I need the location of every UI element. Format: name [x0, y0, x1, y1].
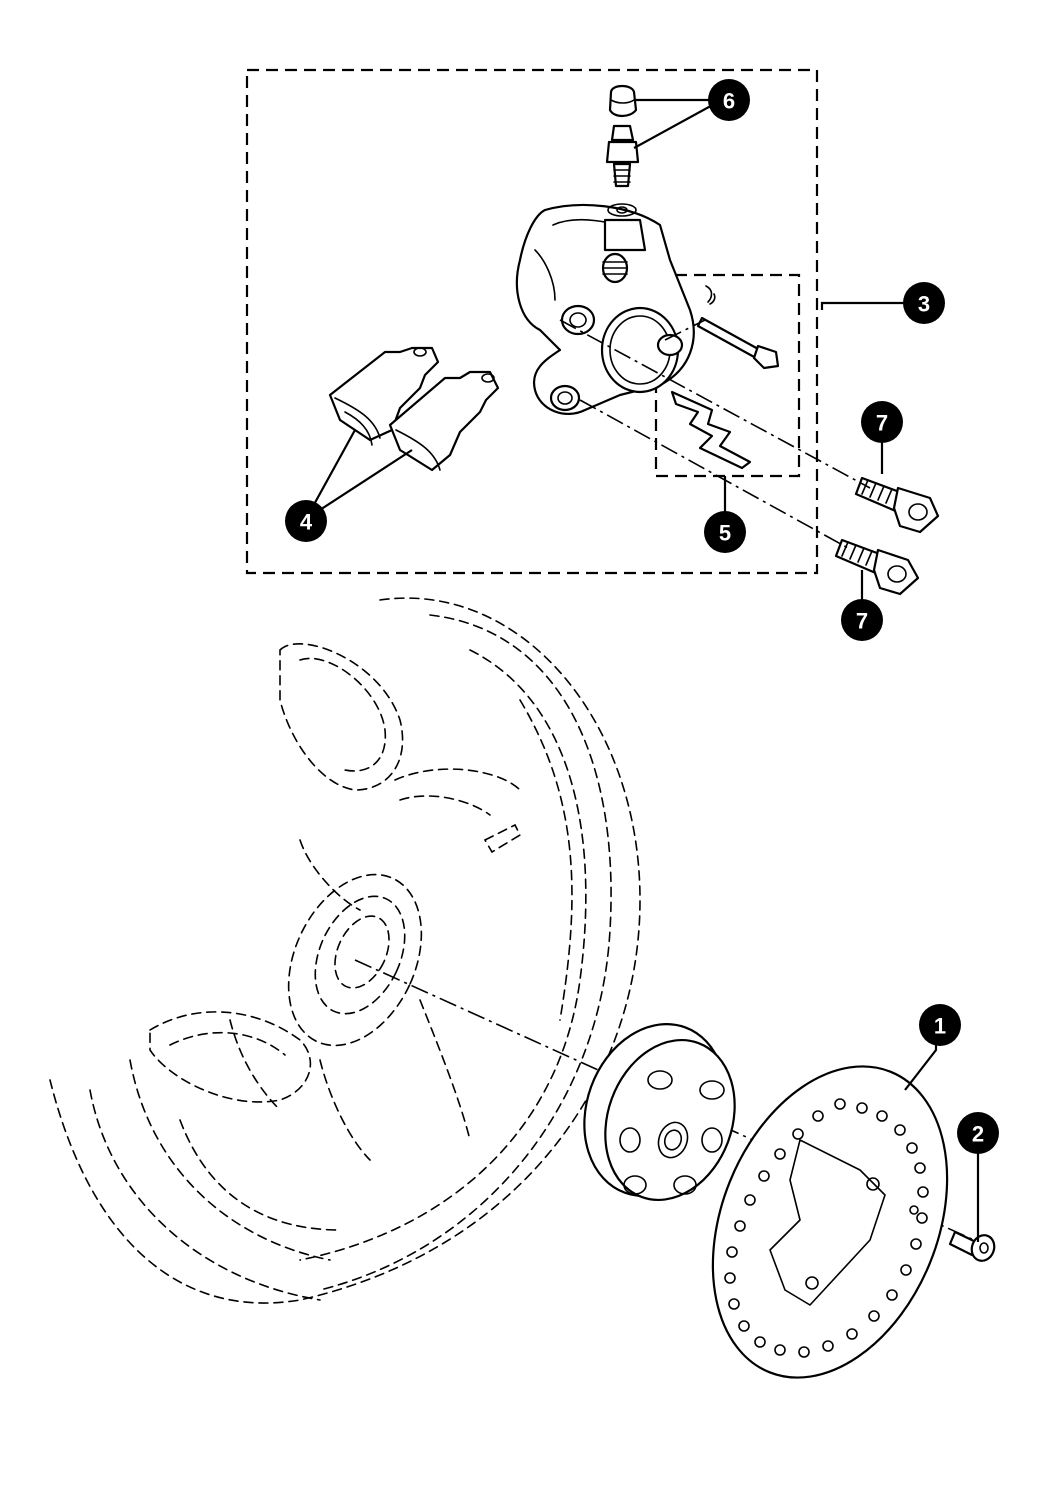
- callout-7-lower: 7: [841, 599, 883, 641]
- disc-vent-holes: [724, 1098, 929, 1358]
- pad-spring: [670, 285, 752, 470]
- hub-carrier: [583, 1022, 736, 1202]
- caliper-body: [515, 203, 695, 415]
- pin-axis: [664, 319, 706, 341]
- disc-screw: [948, 1230, 996, 1262]
- caliper-bolt-upper: [854, 476, 940, 534]
- bleeder-valve: [605, 124, 640, 188]
- pad-pin: [696, 316, 780, 370]
- svg-text:7: 7: [876, 411, 888, 436]
- svg-text:6: 6: [723, 89, 735, 114]
- callout-6: 6: [708, 79, 750, 121]
- caliper-assembly-boundary: [245, 68, 819, 575]
- bolt-axis-upper: [559, 319, 871, 489]
- svg-text:4: 4: [300, 510, 313, 535]
- svg-text:3: 3: [918, 292, 930, 317]
- callout-2: 2: [957, 1112, 999, 1154]
- bolt-axis-lower: [579, 399, 849, 549]
- callout-1: 1: [919, 1004, 961, 1046]
- svg-text:2: 2: [972, 1122, 984, 1147]
- callout-7-upper: 7: [861, 401, 903, 443]
- svg-text:7: 7: [856, 609, 868, 634]
- bleeder-cap: [608, 84, 638, 118]
- caliper-bolt-lower: [834, 538, 920, 596]
- callout-5: 5: [704, 511, 746, 553]
- svg-text:5: 5: [719, 521, 731, 546]
- brake-disc: [711, 1065, 949, 1379]
- wheel-ghost: [49, 597, 641, 1304]
- brake-pad-left: [328, 346, 440, 446]
- svg-text:1: 1: [934, 1014, 946, 1039]
- brake-pad-right: [388, 370, 500, 472]
- callout-4: 4: [285, 500, 327, 542]
- callout-3: 3: [903, 282, 945, 324]
